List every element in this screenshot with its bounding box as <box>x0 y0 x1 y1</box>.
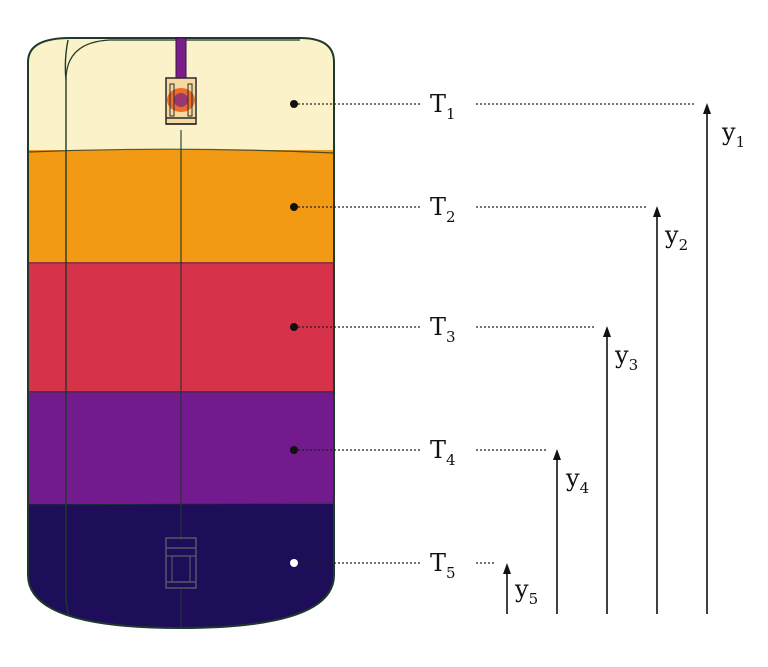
height-label-1: y1 <box>721 118 745 151</box>
sensor-point-1 <box>290 100 298 108</box>
leader-lines <box>298 103 696 564</box>
sensor-point-2 <box>290 203 298 211</box>
temp-label-5: T5 <box>430 549 456 582</box>
sensor-point-5 <box>290 559 298 567</box>
temp-label-4: T4 <box>430 436 456 469</box>
tank-outline <box>27 37 335 630</box>
temperature-labels: T1 T2 T3 T4 T5 <box>430 90 456 582</box>
height-label-3: y3 <box>614 341 638 374</box>
height-labels: y1 y2 y3 y4 y5 <box>514 118 745 608</box>
height-label-4: y4 <box>565 464 589 497</box>
height-label-5: y5 <box>514 575 538 608</box>
sensor-point-4 <box>290 446 298 454</box>
sensor-point-3 <box>290 323 298 331</box>
sensor-points <box>290 100 298 567</box>
heater-icon <box>165 37 197 125</box>
height-label-2: y2 <box>664 221 688 254</box>
temp-label-3: T3 <box>430 313 456 346</box>
temp-label-2: T2 <box>430 193 456 226</box>
inner-shell-top <box>65 39 300 81</box>
height-arrows <box>503 103 711 614</box>
tank <box>28 38 334 628</box>
temp-label-1: T1 <box>430 90 456 123</box>
outlet-icon <box>165 537 197 589</box>
